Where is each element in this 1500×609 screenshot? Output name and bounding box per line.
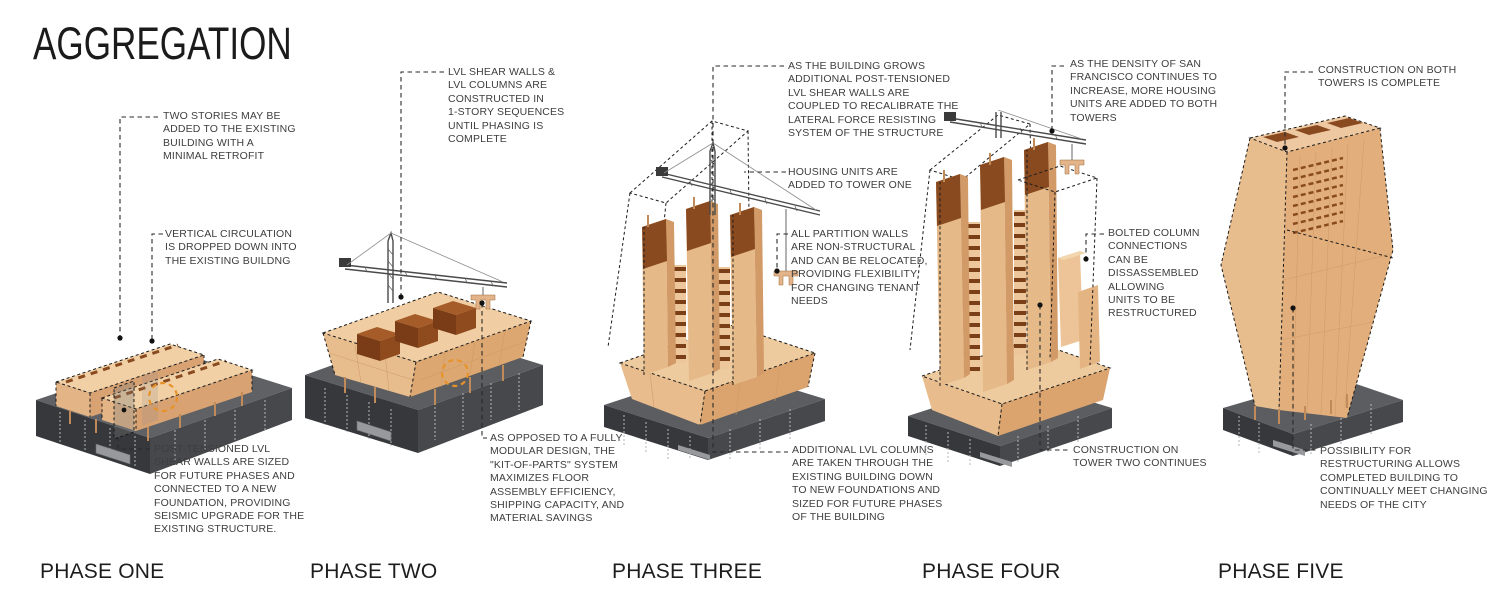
phase3-annotation-4: ADDITIONAL LVL COLUMNS ARE TAKEN THROUGH… xyxy=(792,444,943,524)
phase-one-label: PHASE ONE xyxy=(40,560,165,583)
phase-three-label: PHASE THREE xyxy=(612,560,763,583)
entry-ramp xyxy=(678,445,710,460)
hanging-module xyxy=(470,294,496,310)
entry-ramp xyxy=(980,452,1012,467)
entry-ramp xyxy=(356,420,392,442)
phase3-annotation-1: AS THE BUILDING GROWS ADDITIONAL POST-TE… xyxy=(788,60,959,140)
shear-wall-cores xyxy=(357,301,476,361)
page-title: AGGREGATION xyxy=(33,18,292,69)
entry-ramp xyxy=(1273,440,1305,456)
phase-five-label: PHASE FIVE xyxy=(1218,560,1344,583)
phase3-annotation-2: HOUSING UNITS ARE ADDED TO TOWER ONE xyxy=(788,166,912,192)
phase-two-label: PHASE TWO xyxy=(310,560,438,583)
tower-one-under-construction xyxy=(642,197,764,385)
added-stories xyxy=(54,343,254,441)
phase1-illustration xyxy=(30,292,310,477)
phase4-annotation-1: AS THE DENSITY OF SAN FRANCISCO CONTINUE… xyxy=(1070,58,1218,124)
phase5-annotation-1: CONSTRUCTION ON BOTH TOWERS IS COMPLETE xyxy=(1318,64,1457,90)
kit-of-parts-highlight-circle xyxy=(440,358,470,388)
phase4-annotation-2: BOLTED COLUMN CONNECTIONS CAN BE DISSASS… xyxy=(1108,227,1200,320)
phase1-annotation-3: POST-TENSIONED LVL SHEAR WALLS ARE SIZED… xyxy=(154,443,305,536)
tower-crane xyxy=(944,109,1087,175)
hanging-module xyxy=(1059,159,1085,175)
phase5-annotation-2: POSSIBILITY FOR RESTRUCTURING ALLOWS COM… xyxy=(1320,445,1488,511)
dropped-circulation-core xyxy=(113,370,158,440)
phase4-annotation-3: CONSTRUCTION ON TOWER TWO CONTINUES xyxy=(1073,444,1207,470)
phase2-annotation-2: AS OPPOSED TO A FULLY MODULAR DESIGN, TH… xyxy=(490,432,625,525)
phase3-annotation-3: ALL PARTITION WALLS ARE NON-STRUCTURAL A… xyxy=(791,228,928,308)
phase2-annotation-1: LVL SHEAR WALLS & LVL COLUMNS ARE CONSTR… xyxy=(448,66,565,146)
phase2-illustration xyxy=(295,225,550,475)
phase1-annotation-2: VERTICAL CIRCULATION IS DROPPED DOWN INT… xyxy=(165,228,297,267)
phase-four-label: PHASE FOUR xyxy=(922,560,1061,583)
entry-ramp xyxy=(95,443,131,465)
retrofit-highlight-circle xyxy=(147,381,179,413)
phase1-annotation-1: TWO STORIES MAY BE ADDED TO THE EXISTING… xyxy=(163,110,296,163)
